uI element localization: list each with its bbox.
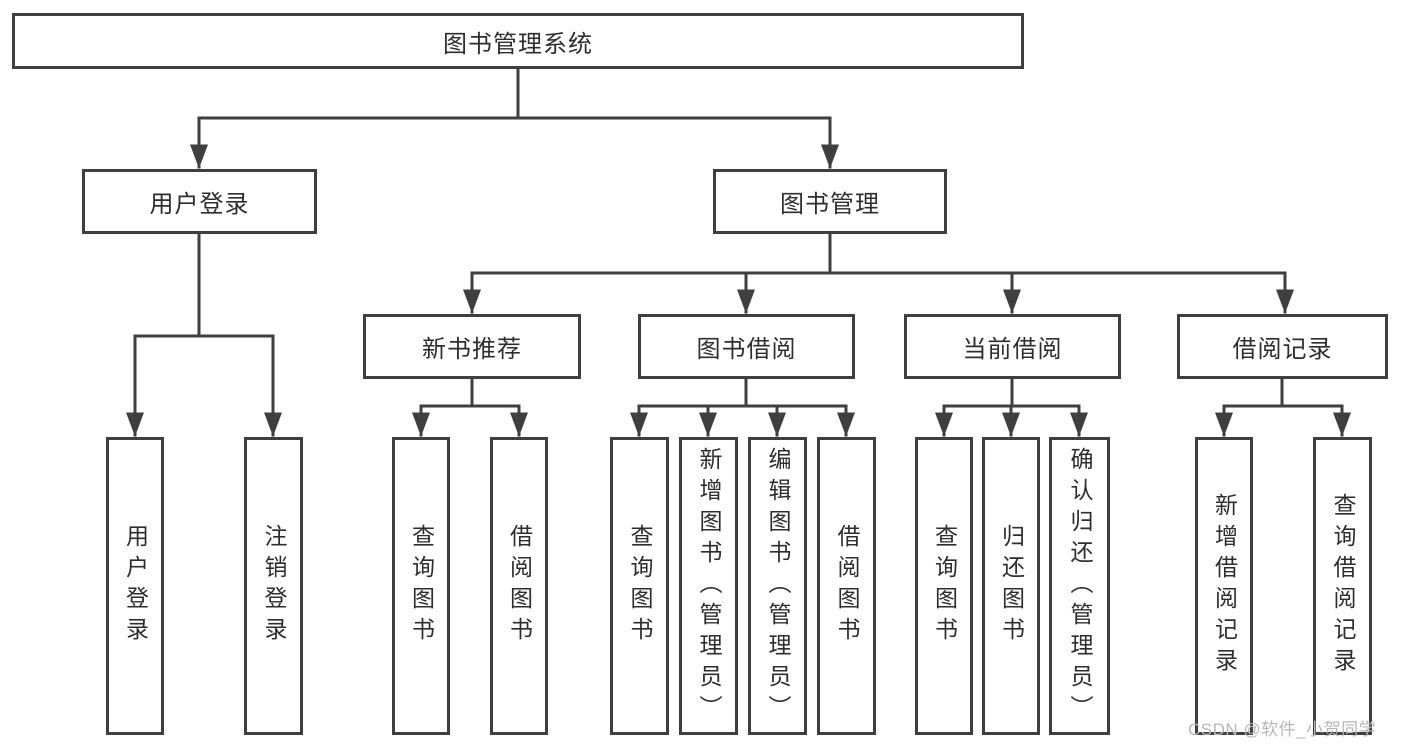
leaf-label: 新增借阅记录 bbox=[1211, 493, 1238, 679]
watermark: CSDN @软件_小贺同学 bbox=[1188, 720, 1377, 739]
leaf-label: 借阅图书 bbox=[506, 524, 533, 648]
leaf-query-books-recommend: 查询图书 bbox=[392, 437, 450, 735]
node-current-borrow: 当前借阅 bbox=[904, 314, 1121, 379]
node-user-login: 用户登录 bbox=[82, 169, 317, 234]
leaf-logout: 注销登录 bbox=[244, 437, 303, 735]
leaf-label: 用户登录 bbox=[122, 524, 149, 648]
leaf-label: 新增图书（管理员） bbox=[696, 446, 722, 726]
node-book-management: 图书管理 bbox=[713, 169, 947, 234]
leaf-query-borrow-record: 查询借阅记录 bbox=[1313, 437, 1372, 735]
leaf-query-books-borrow: 查询图书 bbox=[610, 437, 669, 735]
leaf-label: 借阅图书 bbox=[834, 524, 860, 648]
node-new-book-recommend: 新书推荐 bbox=[363, 314, 581, 379]
leaf-label: 注销登录 bbox=[261, 524, 287, 648]
leaf-label: 查询图书 bbox=[627, 524, 653, 648]
leaf-return-book: 归还图书 bbox=[982, 437, 1040, 735]
leaf-query-books-current: 查询图书 bbox=[915, 437, 973, 735]
leaf-borrow-books: 借阅图书 bbox=[817, 437, 876, 735]
leaf-add-book-admin: 新增图书（管理员） bbox=[679, 437, 738, 735]
leaf-confirm-return-admin: 确认归还（管理员） bbox=[1049, 437, 1110, 735]
leaf-label: 查询借阅记录 bbox=[1330, 493, 1356, 679]
leaf-user-login: 用户登录 bbox=[106, 437, 164, 735]
node-book-borrow: 图书借阅 bbox=[638, 314, 855, 379]
leaf-label: 确认归还（管理员） bbox=[1067, 446, 1093, 726]
leaf-edit-book-admin: 编辑图书（管理员） bbox=[748, 437, 807, 735]
leaf-label: 查询图书 bbox=[931, 524, 958, 648]
leaf-borrow-books-recommend: 借阅图书 bbox=[490, 437, 548, 735]
node-borrow-records: 借阅记录 bbox=[1177, 314, 1388, 379]
leaf-add-borrow-record: 新增借阅记录 bbox=[1195, 437, 1253, 735]
leaf-label: 归还图书 bbox=[998, 524, 1025, 648]
node-root: 图书管理系统 bbox=[12, 13, 1024, 69]
leaf-label: 编辑图书（管理员） bbox=[765, 446, 791, 726]
leaf-label: 查询图书 bbox=[408, 524, 435, 648]
